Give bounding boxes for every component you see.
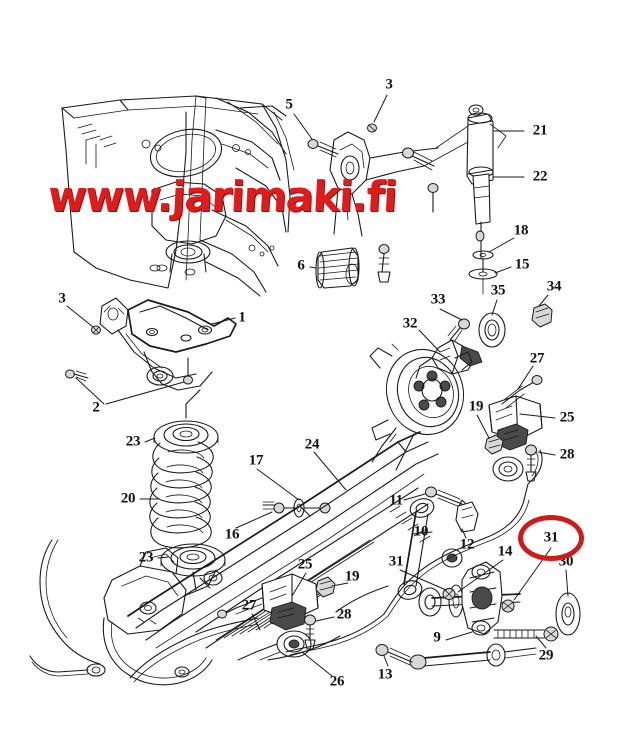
callout-5: 5 xyxy=(285,96,293,113)
callout-29: 29 xyxy=(538,647,554,664)
parts-33-32-sensor xyxy=(415,318,483,379)
brake-line-routing xyxy=(29,449,543,683)
parts-19-25-28-right-bracket xyxy=(484,375,543,482)
callout-18: 18 xyxy=(513,222,529,239)
callout-34: 34 xyxy=(546,278,562,295)
callout-27-right: 27 xyxy=(529,350,545,367)
callout-15: 15 xyxy=(514,256,530,273)
callout-14: 14 xyxy=(497,543,513,560)
callout-19-right: 19 xyxy=(468,398,484,415)
callout-35: 35 xyxy=(490,282,506,299)
callout-2: 2 xyxy=(92,399,100,416)
callout-28-right: 28 xyxy=(559,446,575,463)
callout-23-upper: 23 xyxy=(125,433,141,450)
part-21-22-shock-absorber xyxy=(423,104,507,259)
parts-35-34 xyxy=(478,303,553,348)
callout-10: 10 xyxy=(413,523,429,540)
parts-left-bracket-25-27-28-26 xyxy=(217,573,336,661)
parts-16-17 xyxy=(262,498,331,518)
callout-28-left: 28 xyxy=(336,606,352,623)
parts-18-15-washers xyxy=(468,250,498,295)
callout-leader-lines xyxy=(66,94,569,677)
callout-25-right: 25 xyxy=(559,409,575,426)
callout-32: 32 xyxy=(402,315,418,332)
upper-knuckle-bracket xyxy=(307,123,439,283)
part-1-bracket xyxy=(99,297,237,391)
callout-31-left: 31 xyxy=(388,553,404,570)
callout-22: 22 xyxy=(532,168,548,185)
callout-31-highlighted: 31 xyxy=(543,529,559,546)
parts-10-11-12-lateral-link xyxy=(397,486,479,600)
part-23-upper-isolator xyxy=(153,389,219,454)
part-6-jounce-bumper xyxy=(315,247,360,289)
callout-11: 11 xyxy=(389,492,403,509)
right-brake-drum-hub xyxy=(369,343,473,471)
part-20-coil-spring xyxy=(149,441,214,549)
callout-23-lower: 23 xyxy=(138,549,154,566)
callout-24: 24 xyxy=(304,436,320,453)
left-trailing-arm-hub xyxy=(102,547,223,686)
part-23-lower-isolator xyxy=(160,543,226,591)
callout-1: 1 xyxy=(238,309,246,326)
callout-3-upper: 3 xyxy=(385,76,393,93)
callout-19-left: 19 xyxy=(344,568,360,585)
callout-12: 12 xyxy=(459,536,475,553)
callout-33: 33 xyxy=(430,291,446,308)
callout-16: 16 xyxy=(224,526,240,543)
callout-27-left: 27 xyxy=(241,597,257,614)
fasteners-upper-left xyxy=(65,264,193,385)
callout-9: 9 xyxy=(433,629,441,646)
callout-26: 26 xyxy=(329,673,345,690)
callout-3-left: 3 xyxy=(58,290,66,307)
parts-9-13-31-knuckle xyxy=(375,548,503,666)
callout-25-left: 25 xyxy=(297,556,313,573)
callout-30: 30 xyxy=(558,553,574,570)
callout-17: 17 xyxy=(248,452,264,469)
callout-6: 6 xyxy=(297,257,305,274)
body-frame-structure xyxy=(61,95,295,297)
callout-21: 21 xyxy=(532,122,548,139)
upper-spring-seat xyxy=(151,181,227,276)
callout-13: 13 xyxy=(377,666,393,683)
callout-20: 20 xyxy=(120,490,136,507)
